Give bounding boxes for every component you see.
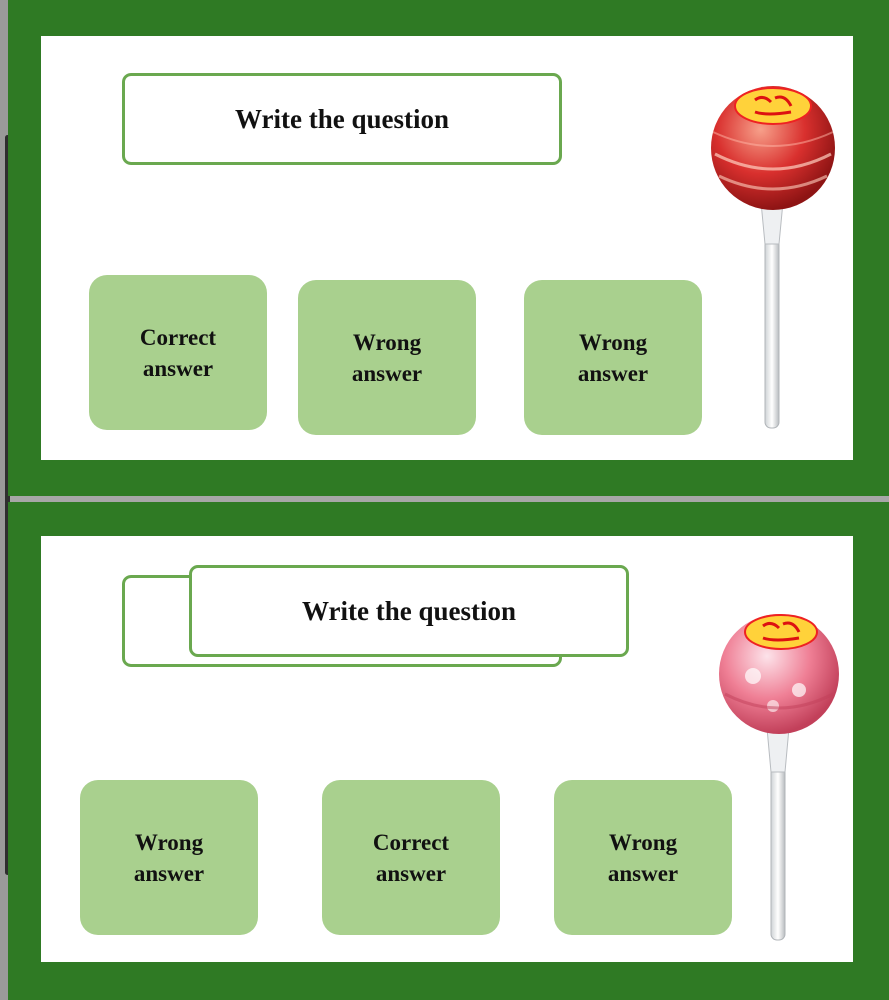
answer-card-1[interactable]: Correct answer <box>89 275 267 430</box>
answer-line2: answer <box>351 360 423 386</box>
answer-card-3[interactable]: Wrong answer <box>524 280 702 435</box>
slide-1-canvas: Write the question Correct answer Wrong … <box>41 36 853 460</box>
answer-card-2[interactable]: Correct answer <box>322 780 500 935</box>
question-box[interactable]: Write the question <box>189 565 629 657</box>
answer-card-3[interactable]: Wrong answer <box>554 780 732 935</box>
lollipop-image <box>719 614 839 941</box>
answer-line1: Correct <box>372 829 450 855</box>
answer-line1: Wrong <box>134 829 204 855</box>
scrollbar[interactable] <box>5 135 10 875</box>
answer-line2: answer <box>375 860 447 886</box>
answer-card-1[interactable]: Wrong answer <box>80 780 258 935</box>
answer-line1: Wrong <box>608 829 678 855</box>
answer-line1: Wrong <box>578 329 648 355</box>
answer-line2: answer <box>133 860 205 886</box>
answer-line2: answer <box>142 355 214 381</box>
lollipop-image <box>711 86 835 429</box>
slide-1[interactable]: Write the question Correct answer Wrong … <box>8 0 889 496</box>
answer-card-2[interactable]: Wrong answer <box>298 280 476 435</box>
answer-line1: Correct <box>139 324 217 350</box>
question-text: Write the question <box>302 595 516 626</box>
slide-2-canvas: Write the question Wrong answer Correct … <box>41 536 853 962</box>
answer-line1: Wrong <box>352 329 422 355</box>
editor-left-edge <box>0 0 8 1000</box>
question-text: Write the question <box>235 103 449 134</box>
answer-line2: answer <box>577 360 649 386</box>
question-box[interactable]: Write the question <box>122 73 562 165</box>
slide-2[interactable]: Write the question Wrong answer Correct … <box>8 502 889 1000</box>
answer-line2: answer <box>607 860 679 886</box>
